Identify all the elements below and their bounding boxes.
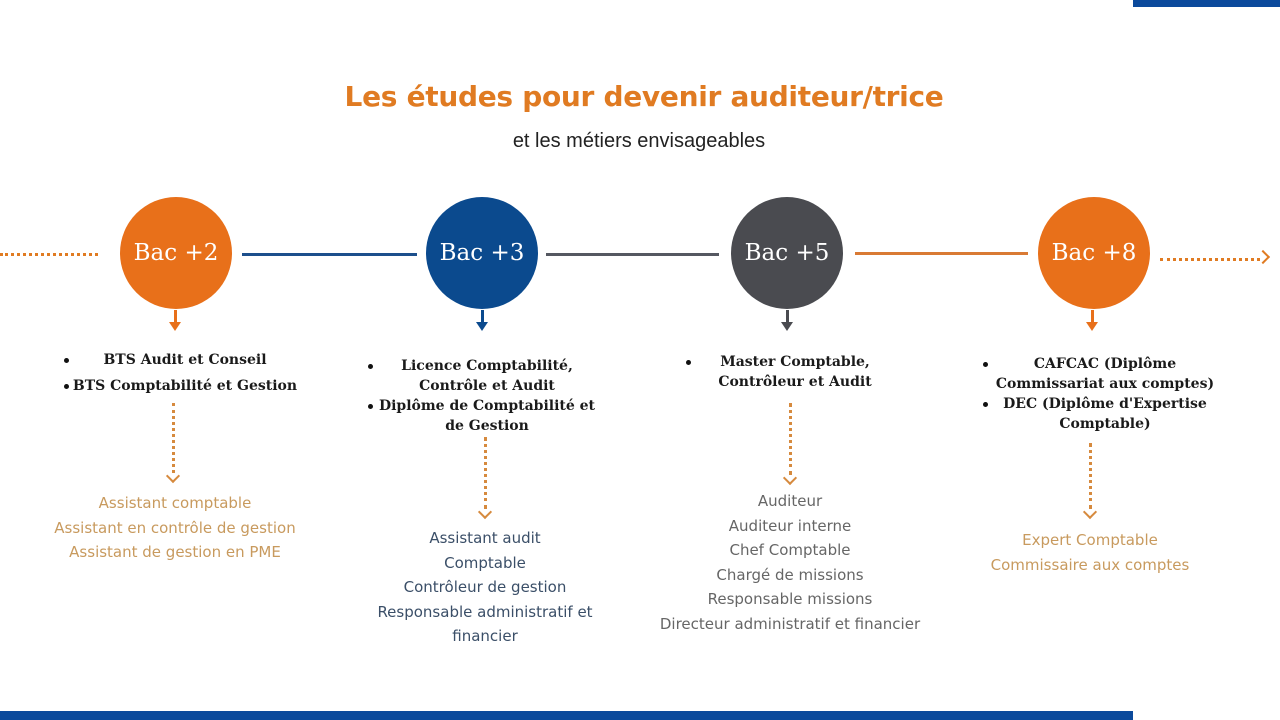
job-item: Expert Comptable [1022,531,1158,549]
job-list-bac8: Expert Comptable Commissaire aux comptes [955,528,1225,577]
bullet-icon [983,362,988,367]
step-label: Bac +8 [1051,240,1137,266]
job-list-bac5: Auditeur Auditeur interne Chef Comptable… [640,489,940,636]
step-node-bac3: Bac +3 [426,197,538,309]
step-node-bac8: Bac +8 [1038,197,1150,309]
step-label: Bac +5 [744,240,830,266]
job-item: Responsable missions [707,590,873,608]
degree-list-bac2: BTS Audit et Conseil BTS Comptabilité et… [60,350,310,396]
timeline-end-dotted-line [1160,258,1260,261]
step-node-bac5: Bac +5 [731,197,843,309]
bullet-icon [983,402,988,407]
degree-list-bac8: CAFCAC (Diplôme Commissariat aux comptes… [975,354,1235,434]
dotted-arrow-down-icon [1089,443,1092,509]
arrow-down-icon [476,310,488,331]
arrow-down-icon [781,310,793,331]
step-label: Bac +2 [133,240,219,266]
degree-list-bac3: Licence Comptabilité, Contrôle et Audit … [362,356,612,436]
job-item: Auditeur interne [728,516,852,535]
job-item: Comptable [444,553,526,572]
step-label: Bac +3 [439,240,525,266]
page-subtitle: et les métiers envisageables [512,130,766,152]
degree-item: DEC (Diplôme d'Expertise Comptable) [975,394,1235,434]
timeline-start-dotted-line [0,253,98,256]
top-accent-bar [1133,0,1280,7]
job-item: Chargé de missions [716,565,864,584]
page-title: Les études pour devenir auditeur/trice [344,80,944,113]
degree-item: Licence Comptabilité, Contrôle et Audit [362,356,612,396]
job-item: Assistant audit [429,529,541,547]
job-item: Commissaire aux comptes [990,555,1190,574]
bullet-icon [368,404,373,409]
degree-item: Master Comptable, Contrôleur et Audit [680,352,910,392]
job-item: Auditeur [757,492,823,510]
dotted-arrow-down-icon [789,403,792,475]
job-item: Directeur administratif et financier [659,614,921,633]
job-list-bac3: Assistant audit Comptable Contrôleur de … [350,526,620,649]
bullet-icon [686,360,691,365]
arrow-down-icon [1086,310,1098,331]
degree-item: CAFCAC (Diplôme Commissariat aux comptes… [975,354,1235,394]
dotted-arrow-down-icon [484,437,487,509]
connector-bac2-bac3 [242,253,417,256]
bullet-icon [64,384,69,389]
bullet-icon [64,358,69,363]
job-item: Assistant comptable [98,494,252,512]
connector-bac5-bac8 [855,252,1028,255]
job-item: Contrôleur de gestion [403,578,567,596]
arrow-down-icon [169,310,181,331]
connector-bac3-bac5 [546,253,719,256]
job-list-bac2: Assistant comptable Assistant en contrôl… [20,491,330,565]
chevron-right-icon [1255,249,1271,265]
bullet-icon [368,364,373,369]
job-item: Assistant en contrôle de gestion [54,518,296,537]
dotted-arrow-down-icon [172,403,175,473]
degree-item: BTS Audit et Conseil [60,350,310,370]
degree-item: BTS Comptabilité et Gestion [60,376,310,396]
job-item: Chef Comptable [729,541,851,559]
job-item: Assistant de gestion en PME [69,543,281,561]
job-item: Responsable administratif et financier [377,602,593,646]
step-node-bac2: Bac +2 [120,197,232,309]
degree-list-bac5: Master Comptable, Contrôleur et Audit [680,352,910,392]
bottom-accent-bar [0,711,1133,720]
degree-item: Diplôme de Comptabilité et de Gestion [362,396,612,436]
